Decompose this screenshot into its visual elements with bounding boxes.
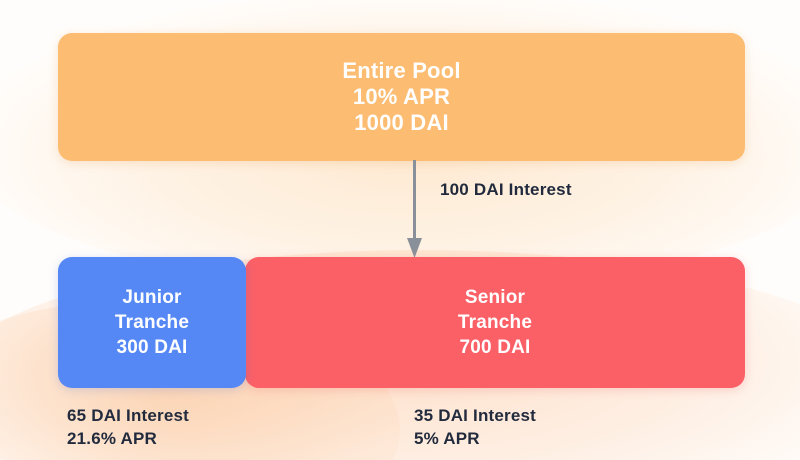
senior-tranche-node: Senior Tranche 700 DAI bbox=[245, 257, 745, 388]
senior-apr-text: 5% APR bbox=[414, 429, 480, 448]
junior-tranche-node: Junior Tranche 300 DAI bbox=[58, 257, 246, 388]
interest-flow-label: 100 DAI Interest bbox=[440, 180, 572, 199]
senior-tranche-name: Senior bbox=[464, 287, 526, 308]
junior-tranche-amount: 300 DAI bbox=[116, 337, 188, 358]
junior-apr-text: 21.6% APR bbox=[67, 429, 157, 448]
junior-tranche-caption: 65 DAI Interest 21.6% APR bbox=[67, 404, 189, 450]
entire-pool-node: Entire Pool 10% APR 1000 DAI bbox=[58, 33, 745, 161]
senior-tranche-caption: 35 DAI Interest 5% APR bbox=[414, 404, 536, 450]
arrow-down-icon bbox=[407, 160, 422, 258]
junior-interest-text: 65 DAI Interest bbox=[67, 406, 190, 425]
senior-interest-text: 35 DAI Interest bbox=[414, 406, 537, 425]
entire-pool-apr: 10% APR bbox=[352, 84, 451, 109]
junior-tranche-type: Tranche bbox=[114, 312, 190, 333]
entire-pool-name: Entire Pool bbox=[342, 58, 461, 83]
senior-tranche-type: Tranche bbox=[457, 312, 533, 333]
junior-tranche-name: Junior bbox=[122, 287, 182, 308]
entire-pool-amount: 1000 DAI bbox=[354, 110, 449, 135]
senior-tranche-amount: 700 DAI bbox=[459, 337, 531, 358]
